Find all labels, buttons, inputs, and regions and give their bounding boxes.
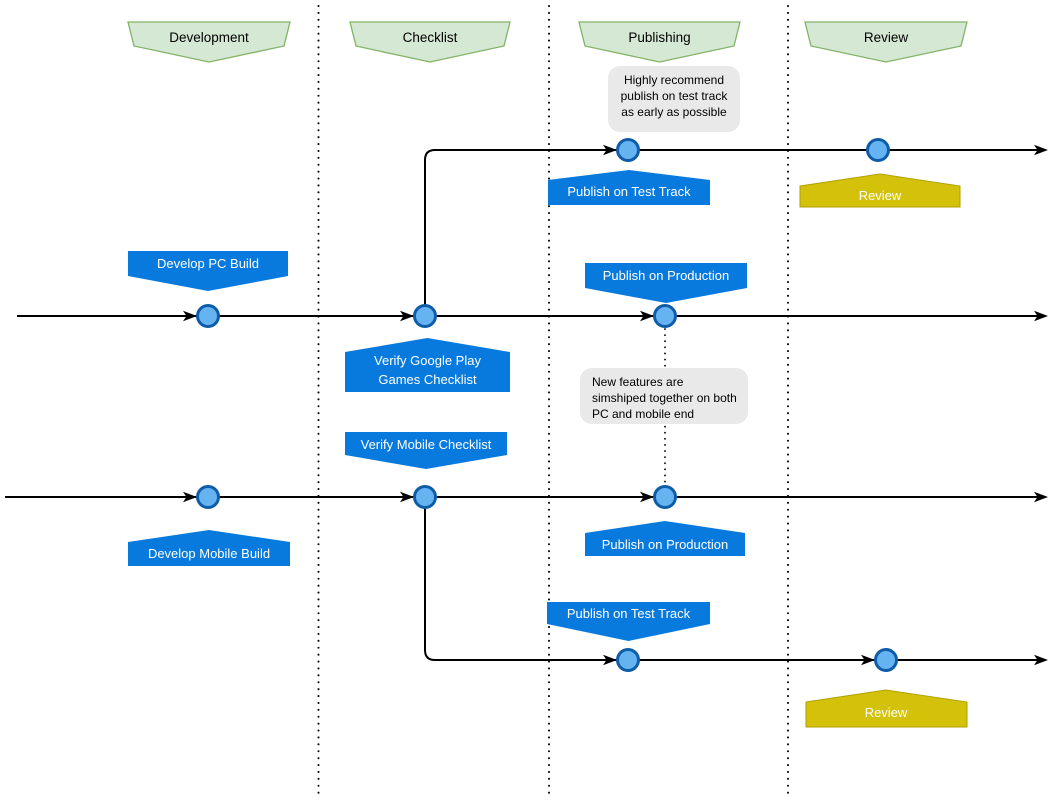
note-text: publish on test track <box>621 89 729 103</box>
task-banner-shape <box>548 170 710 205</box>
note-simship: New features are simshiped together on b… <box>580 368 748 424</box>
task-label: Verify Mobile Checklist <box>361 437 492 452</box>
arrowhead <box>400 310 414 322</box>
arrowhead <box>603 144 617 156</box>
phase-label: Publishing <box>628 30 690 45</box>
phase-banner-shape <box>349 21 511 63</box>
task-label: Develop Mobile Build <box>148 546 270 561</box>
task-banner-shape <box>345 432 507 469</box>
mobile-test-track-branch <box>424 508 1040 661</box>
note-text: as early as possible <box>621 105 727 119</box>
arrowhead <box>603 654 617 666</box>
phase-header-checklist: Checklist <box>349 21 511 63</box>
phase-label: Checklist <box>403 30 458 45</box>
task-label: Publish on Test Track <box>567 606 691 621</box>
phase-banner-shape <box>127 21 291 63</box>
task-banner-shape <box>128 530 290 566</box>
note-text: PC and mobile end <box>592 407 694 421</box>
milestone-node <box>413 485 437 509</box>
task-publish-production-bottom: Publish on Production <box>585 521 745 556</box>
note-text: simshiped together on both <box>592 391 737 405</box>
review-banner-top: Review <box>799 173 961 208</box>
arrowhead <box>1034 144 1048 156</box>
review-banner-shape <box>805 689 968 728</box>
milestone-node <box>616 648 640 672</box>
pc-test-track-branch <box>424 149 1040 305</box>
phase-banner-shape <box>804 21 968 63</box>
task-publish-test-track-top: Publish on Test Track <box>548 170 710 205</box>
phase-banner-shape <box>578 21 741 63</box>
task-banner-shape <box>585 521 745 556</box>
arrowhead <box>183 491 197 503</box>
milestone-node <box>653 485 677 509</box>
arrowhead <box>861 654 875 666</box>
review-banner-shape <box>799 173 961 208</box>
milestone-node <box>196 304 220 328</box>
task-label: Verify Google Play <box>374 353 481 368</box>
task-develop-pc-build: Develop PC Build <box>128 251 288 291</box>
arrowhead <box>1034 491 1048 503</box>
milestone-node <box>866 138 890 162</box>
task-banner-shape <box>547 602 710 641</box>
task-label: Games Checklist <box>378 372 477 387</box>
task-banner-shape <box>345 338 510 392</box>
task-banner-shape <box>585 263 747 303</box>
milestone-node <box>196 485 220 509</box>
arrowhead <box>183 310 197 322</box>
task-verify-mobile-checklist: Verify Mobile Checklist <box>345 432 507 469</box>
task-verify-google-play-checklist: Verify Google Play Games Checklist <box>345 338 510 392</box>
milestone-node <box>653 304 677 328</box>
milestone-node <box>413 304 437 328</box>
milestone-node <box>874 648 898 672</box>
arrowhead <box>1034 654 1048 666</box>
note-publish-early: Highly recommend publish on test track a… <box>608 66 740 132</box>
note-text: New features are <box>592 375 684 389</box>
note-box <box>608 66 740 132</box>
review-banner-bottom: Review <box>805 689 968 728</box>
task-label: Publish on Production <box>603 268 729 283</box>
arrowhead <box>640 310 654 322</box>
task-publish-production-top: Publish on Production <box>585 263 747 303</box>
milestone-node <box>616 138 640 162</box>
note-box <box>580 368 748 424</box>
phase-header-review: Review <box>804 21 968 63</box>
note-text: Highly recommend <box>624 73 724 87</box>
phase-header-development: Development <box>127 21 291 63</box>
task-publish-test-track-bottom: Publish on Test Track <box>547 602 710 641</box>
task-develop-mobile-build: Develop Mobile Build <box>128 530 290 566</box>
task-label: Publish on Test Track <box>567 184 691 199</box>
task-label: Publish on Production <box>602 537 728 552</box>
task-label: Develop PC Build <box>157 256 259 271</box>
phase-header-publishing: Publishing <box>578 21 741 63</box>
arrowhead <box>400 491 414 503</box>
phase-label: Development <box>169 30 249 45</box>
review-label: Review <box>859 188 902 203</box>
phase-label: Review <box>864 30 909 45</box>
review-label: Review <box>865 705 908 720</box>
task-banner-shape <box>128 251 288 291</box>
arrowhead <box>1034 310 1048 322</box>
arrowhead <box>640 491 654 503</box>
